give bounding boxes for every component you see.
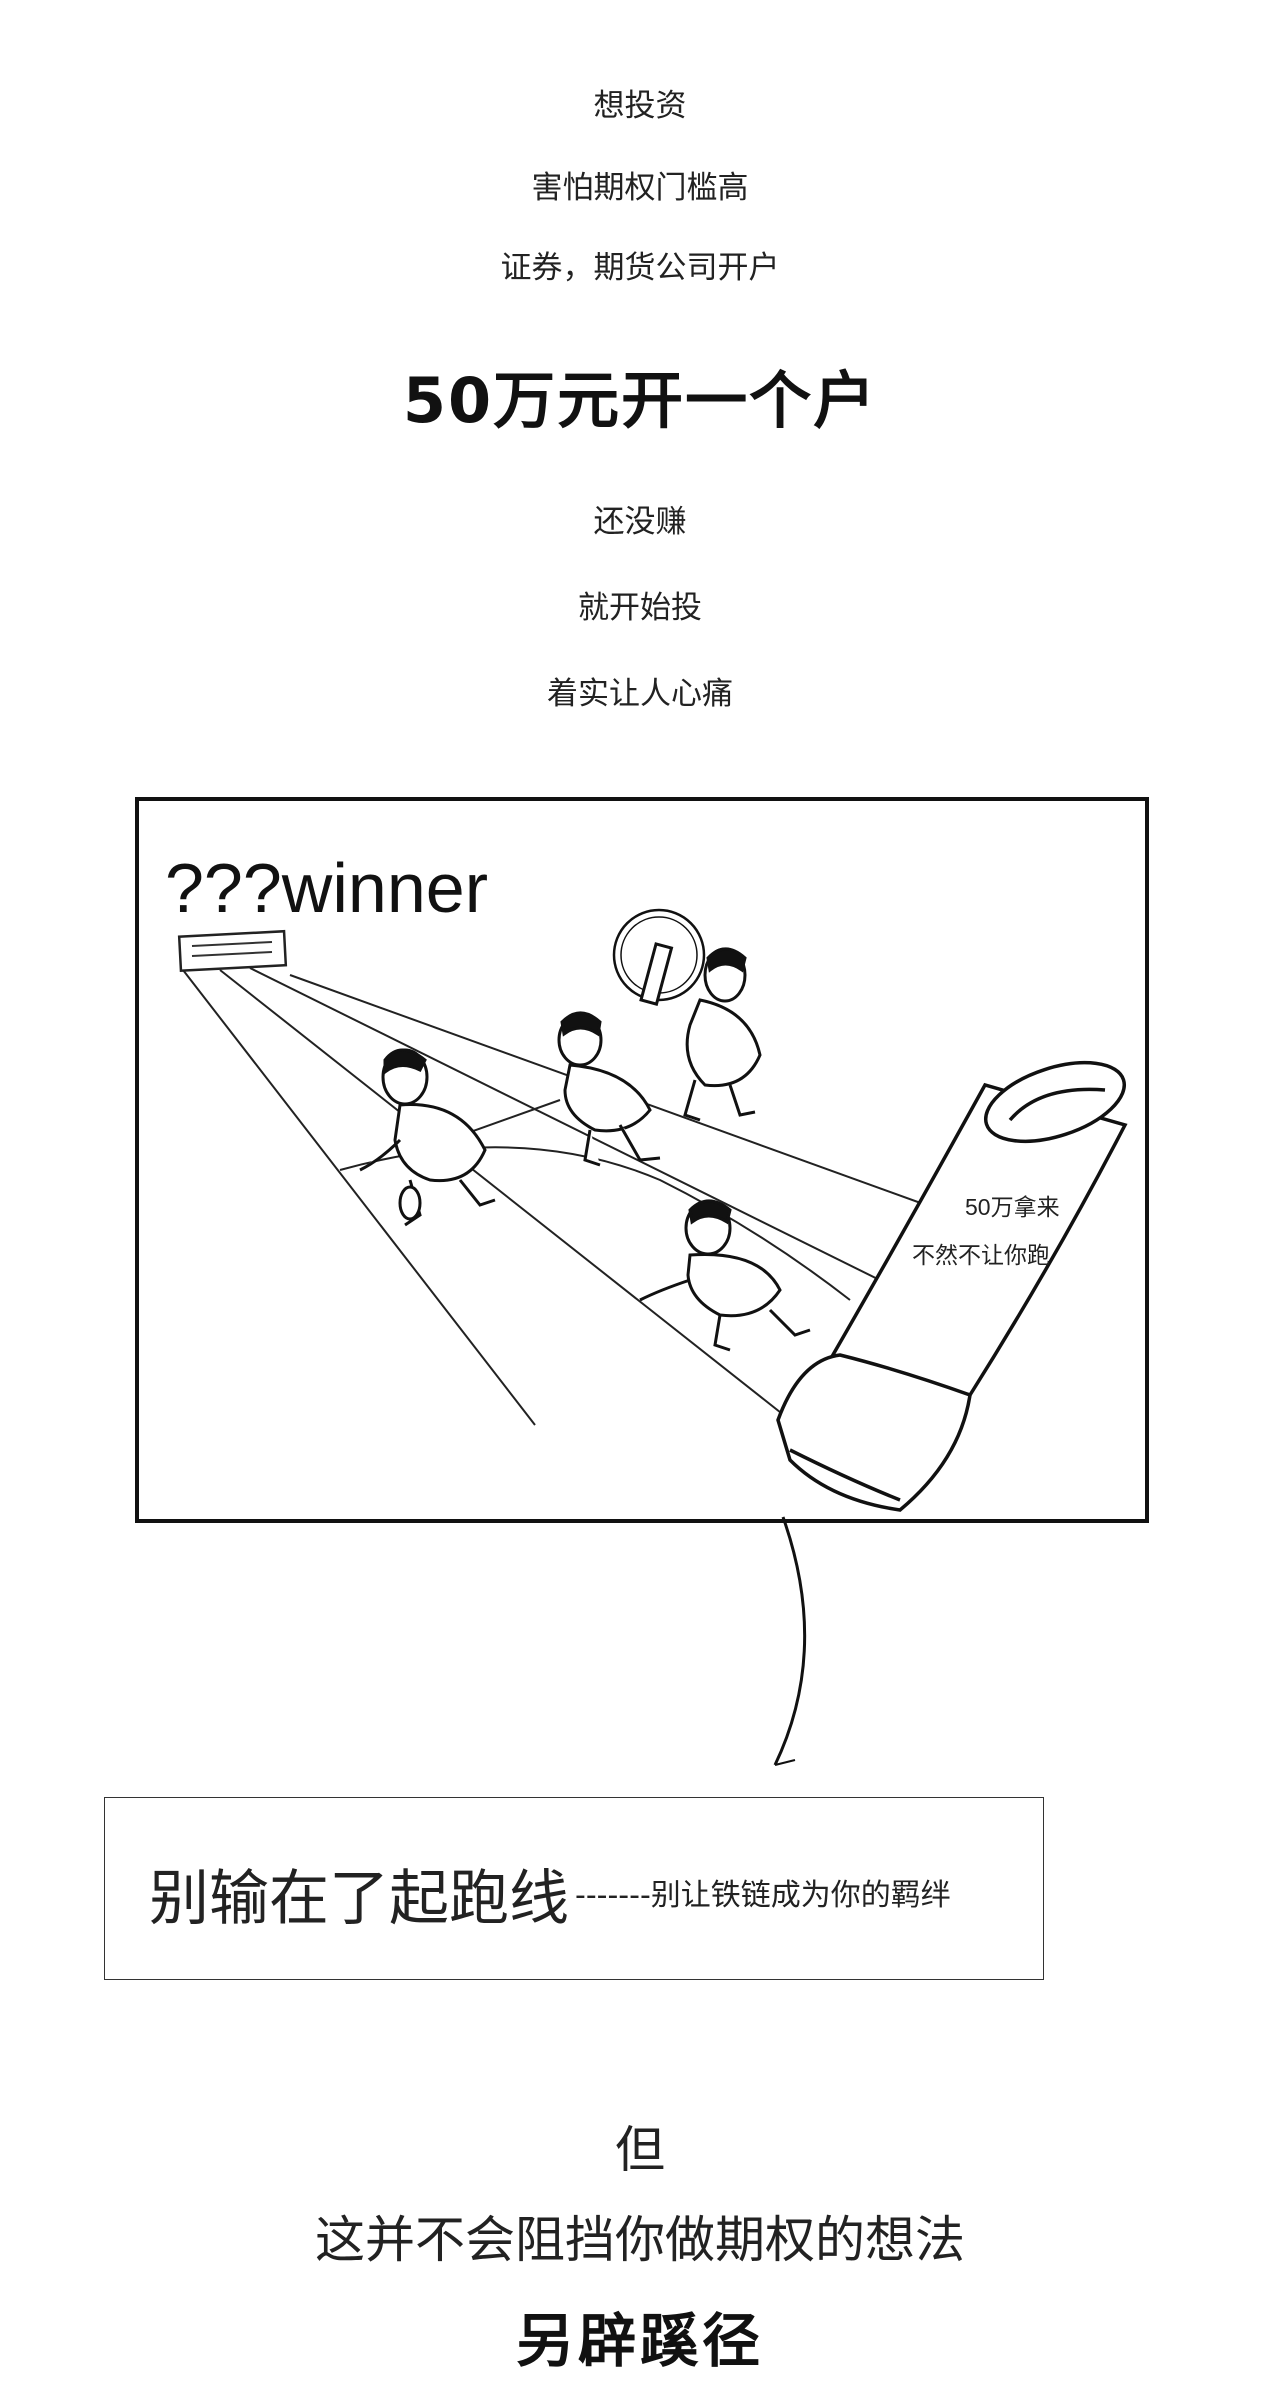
speech-tail [773,1516,807,1766]
runner-4-figure [639,1199,811,1352]
callout-main-text: 别输在了起跑线 [149,1864,569,1934]
weight-tube-icon [776,1060,1128,1512]
intro-line-1: 想投资 [593,88,687,124]
finish-label: ???winner [165,849,488,927]
comic-illustration: ???winner [135,797,1149,1766]
runner-1-figure [359,1048,496,1227]
pain-line-2: 就开始投 [578,590,702,626]
callout-sub-text: -------别让铁链成为你的羁绊 [575,1878,951,1913]
intro-line-2: 害怕期权门槛高 [531,170,749,206]
demand-line-2: 不然不让你跑 [912,1242,1050,1268]
outro-but: 但 [615,2121,665,2179]
finish-sign-icon [177,929,288,973]
pain-line-1: 还没赚 [593,504,687,540]
runner-3-figure [612,908,762,1122]
callout-box: 别输在了起跑线 -------别让铁链成为你的羁绊 [104,1797,1044,1980]
intro-line-3: 证券，期货公司开户 [500,250,780,286]
runner-2-figure [557,1011,661,1167]
pain-line-3: 着实让人心痛 [547,676,733,712]
outro-statement: 这并不会阻挡你做期权的想法 [315,2211,965,2269]
demand-line-1: 50万拿来 [965,1194,1060,1220]
headline: 50万元开一个户 [402,364,878,437]
outro-final: 另辟蹊径 [515,2307,764,2375]
